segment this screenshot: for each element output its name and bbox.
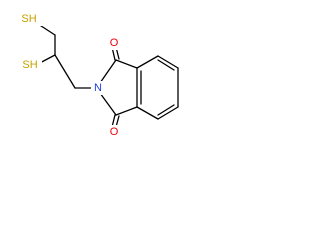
bond-ch-ch2 [54, 54, 76, 89]
molecule-structure: SH SH O N O [20, 12, 179, 139]
ring-bond-2 [157, 55, 179, 69]
bonds [34, 21, 179, 128]
bond-n-c-top [99, 59, 117, 84]
bond-c-top-ring [115, 59, 138, 69]
ring-inner-1 [157, 59, 175, 71]
atom-o-top: O [110, 37, 119, 49]
atom-sh-top: SH [21, 13, 36, 25]
ring-bond-4 [157, 106, 179, 120]
atom-o-bottom: O [110, 126, 119, 138]
ring-bond-1 [136, 55, 159, 69]
atom-sh-left: SH [22, 59, 37, 71]
ring-inner-2 [157, 104, 175, 116]
ring-bond-5 [136, 106, 159, 120]
atom-n: N [94, 82, 102, 94]
bond-c-bottom-ring [115, 106, 138, 116]
atom-labels: SH SH O N O [20, 12, 121, 139]
bond-n-c-bottom [99, 92, 117, 116]
